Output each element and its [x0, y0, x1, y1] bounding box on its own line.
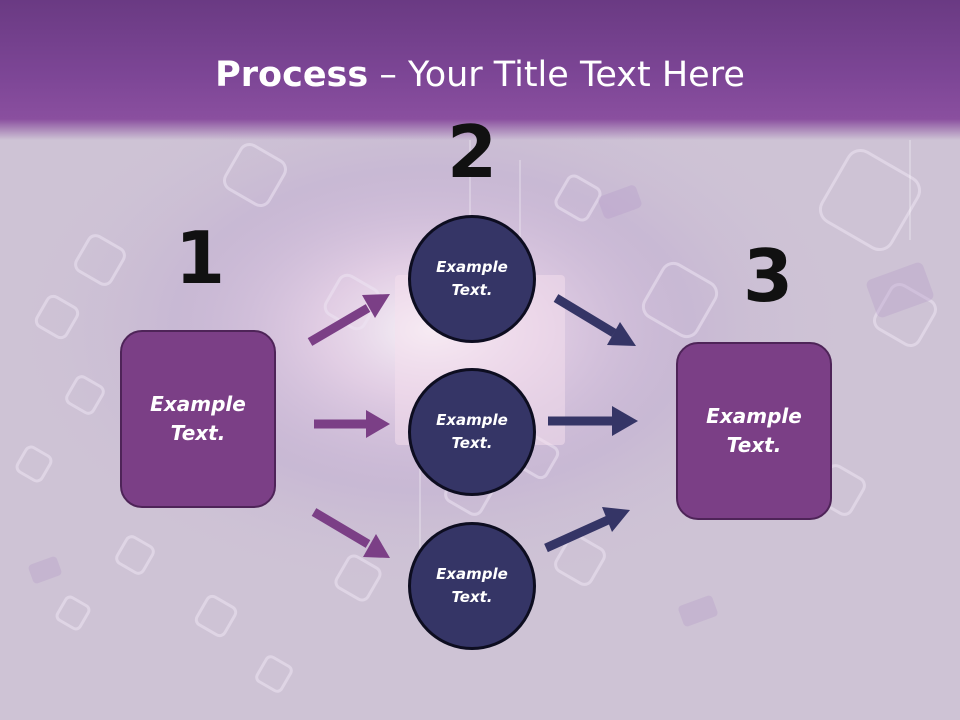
step-circle-bottom[interactable]: Example Text.	[408, 522, 536, 650]
step-box-1-label: Example Text.	[150, 392, 246, 445]
step-circle-top-label: Example Text.	[436, 258, 508, 299]
title-bold: Process	[215, 55, 369, 95]
step-circle-bottom-label: Example Text.	[436, 565, 508, 606]
arrow-left-to-top	[307, 294, 390, 346]
step-circle-top[interactable]: Example Text.	[408, 215, 536, 343]
slide-title: Process – Your Title Text Here	[0, 52, 960, 98]
arrow-top-to-right	[553, 294, 636, 346]
step-circle-middle[interactable]: Example Text.	[408, 368, 536, 496]
step-box-1[interactable]: Example Text.	[120, 330, 276, 508]
arrow-left-to-bottom	[311, 508, 390, 558]
arrow-bottom-to-right	[544, 507, 630, 553]
arrow-left-to-middle	[314, 410, 390, 438]
step-box-3[interactable]: Example Text.	[676, 342, 832, 520]
step-circle-middle-label: Example Text.	[436, 411, 508, 452]
step-number-3: 3	[742, 234, 794, 318]
step-number-2: 2	[446, 110, 498, 194]
step-box-3-label: Example Text.	[706, 404, 802, 457]
arrow-middle-to-right	[548, 406, 638, 436]
title-rest: – Your Title Text Here	[368, 55, 745, 95]
step-number-1: 1	[174, 216, 226, 300]
title-band	[0, 0, 960, 140]
